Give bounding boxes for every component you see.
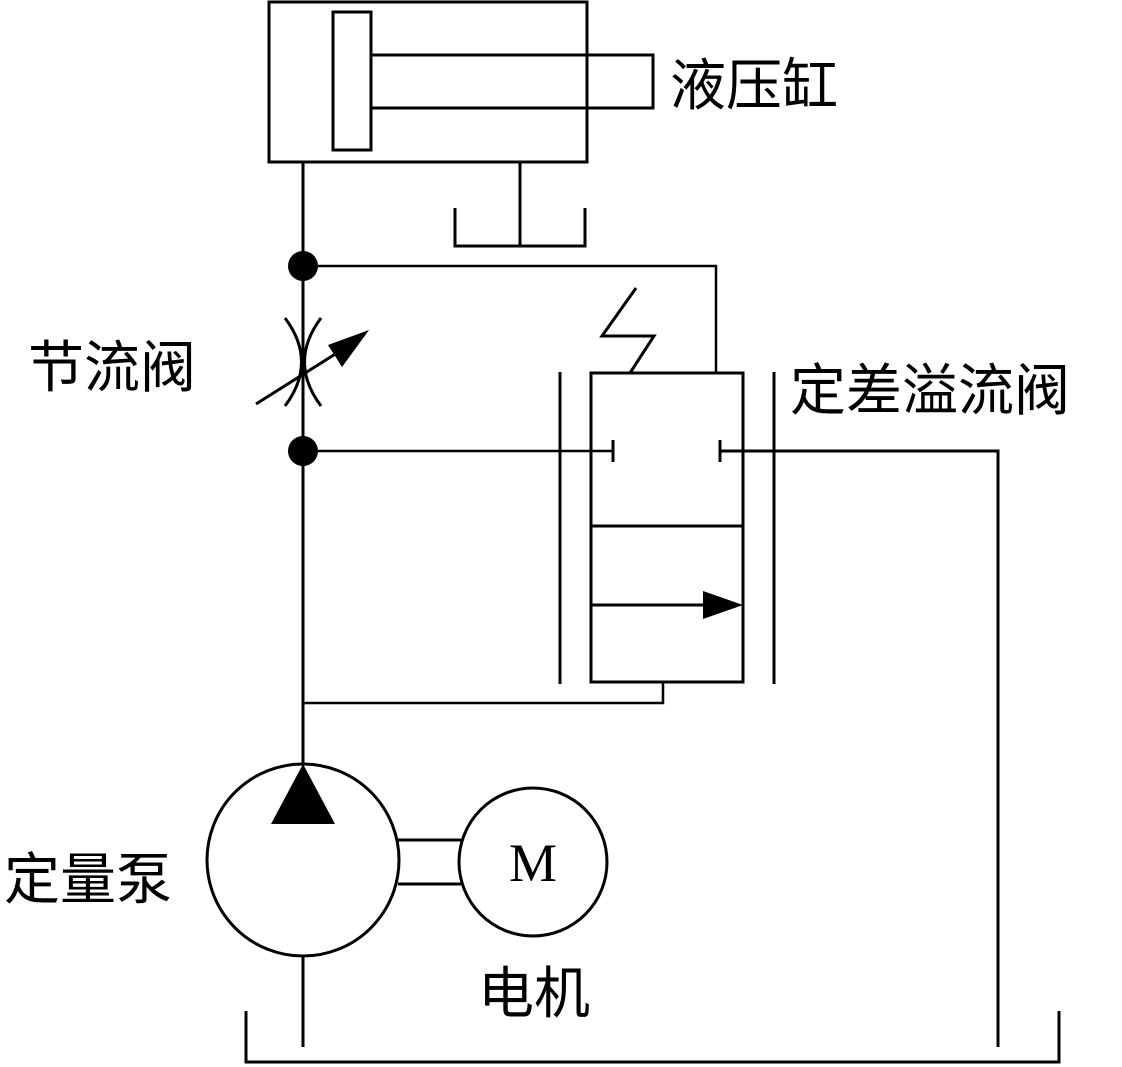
throttle-valve (255, 317, 369, 407)
relief-return-line (720, 449, 1000, 1047)
relief-valve-spring (599, 287, 657, 374)
hydraulic-cylinder (267, 0, 655, 246)
throttle-valve-label: 节流阀 (28, 336, 196, 401)
pump-flow-triangle (271, 764, 335, 824)
throttle-arc-right (303, 317, 323, 407)
reservoir-tank (244, 1011, 1061, 1064)
cylinder-piston (331, 10, 373, 152)
motor-symbol-letter: M (509, 833, 557, 893)
motor-label: 电机 (478, 962, 590, 1027)
differential-relief-valve (558, 287, 776, 684)
throttle-adjust-arrow-shaft (255, 344, 349, 406)
throttle-adjust-arrow-head (328, 330, 369, 367)
pilot-line-upper (318, 264, 718, 373)
relief-inlet-line (303, 682, 665, 705)
cylinder-tank-symbol (453, 208, 587, 248)
motor-circle (457, 786, 609, 938)
pump-label: 定量泵 (4, 848, 172, 913)
throttle-arc-left (283, 317, 303, 407)
fixed-displacement-pump (205, 762, 401, 1047)
cylinder-rod (371, 53, 655, 110)
relief-valve-label: 定差溢流阀 (790, 359, 1070, 424)
cylinder-label: 液压缸 (670, 54, 838, 119)
electric-motor: M (457, 786, 609, 938)
relief-valve-flow-arrow-head (703, 591, 743, 619)
junction-dot-lower (288, 436, 318, 466)
junction-dot-upper (288, 251, 318, 281)
cylinder-body (267, 0, 589, 164)
